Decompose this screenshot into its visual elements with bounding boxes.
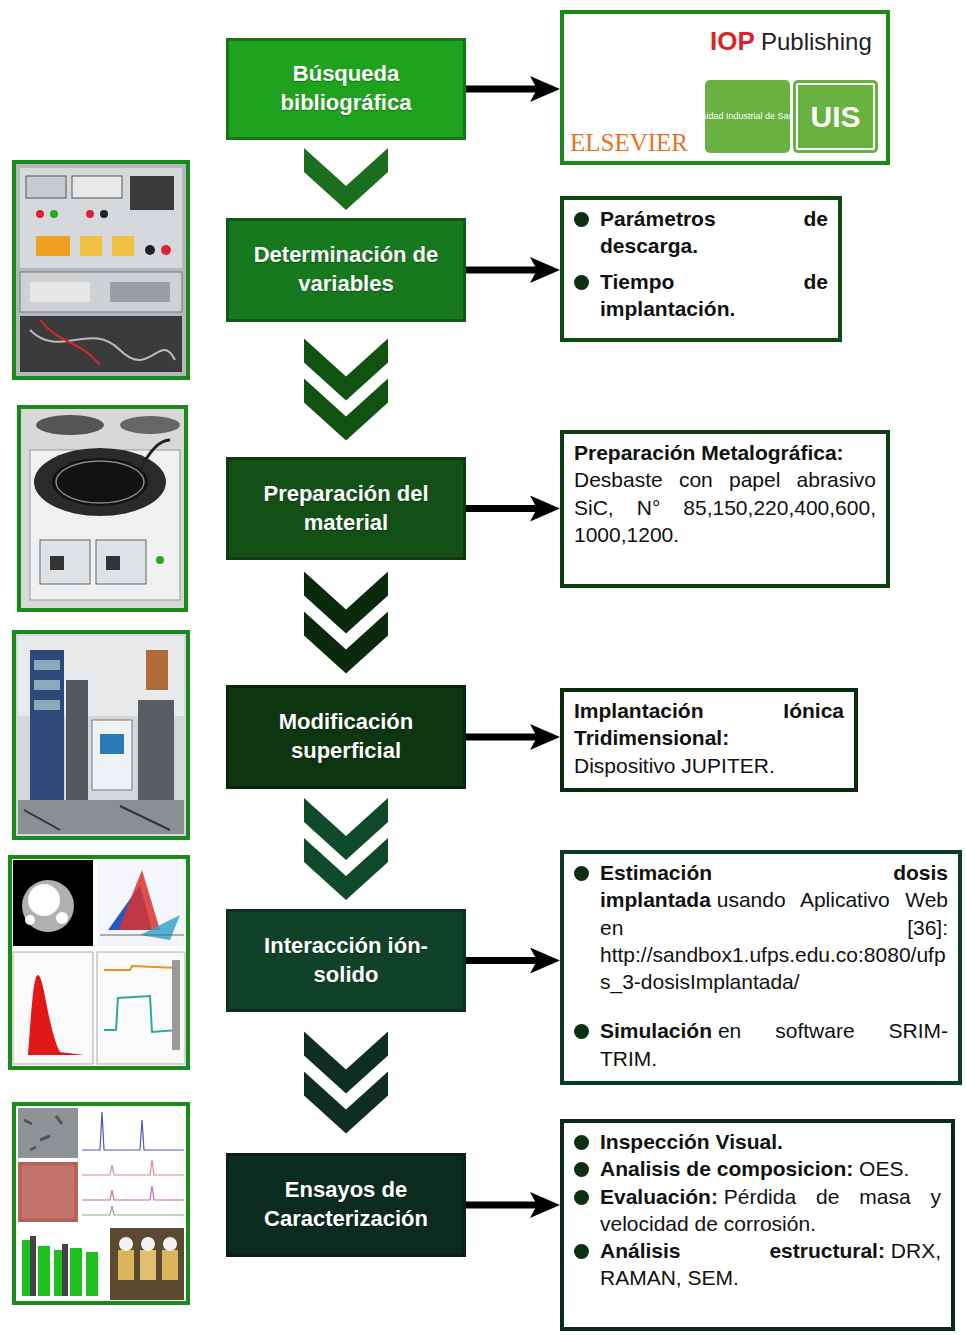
note-paragraph: Dispositivo JUPITER.: [574, 752, 844, 779]
process-box: Modificación superficial: [226, 685, 466, 789]
step-label: Búsqueda bibliográfica: [239, 60, 453, 117]
step-label: Preparación del material: [239, 480, 453, 537]
process-box: Preparación del material: [226, 457, 466, 560]
note-heading: Simulación: [600, 1019, 712, 1042]
control-panel-photo: [14, 162, 188, 378]
chevron-connector: [304, 148, 388, 210]
jupiter-device-photo: [14, 632, 188, 838]
bullet-dot: [574, 1135, 589, 1150]
note-heading: Evaluación:: [600, 1185, 718, 1208]
process-box: Búsqueda bibliográfica: [226, 38, 466, 140]
university-logo: Universidad Industrial de Santander: [705, 80, 790, 153]
note-heading: Implantación Iónica Tridimensional:: [574, 699, 844, 749]
bullet-dot: [574, 1244, 589, 1259]
step-label: Modificación superficial: [239, 708, 453, 765]
note-paragraph: Parámetros de descarga.: [574, 205, 828, 260]
polishing-machine-photo: [19, 407, 186, 610]
note-box: Parámetros de descarga. Tiempo de implant…: [560, 196, 842, 342]
arrow-connector: [466, 957, 540, 964]
arrow-connector: [466, 267, 540, 274]
note-paragraph: Tiempo de implantación.: [574, 268, 828, 323]
bullet-dot: [574, 1162, 589, 1177]
note-box: Implantación Iónica Tridimensional: Dispo…: [560, 688, 858, 792]
arrow-connector: [466, 86, 540, 93]
note-paragraph: Desbaste con papel abrasivo SiC, N° 85,1…: [574, 466, 876, 548]
note-heading: Parámetros de descarga.: [600, 207, 828, 257]
logo-text: UIS: [810, 102, 860, 132]
publisher-logo: ELSEVIER: [570, 128, 688, 158]
note-text: OES.: [859, 1157, 909, 1180]
process-box: Interacción ión-solido: [226, 909, 466, 1012]
note-paragraph: Preparación Metalográfica:: [574, 439, 876, 466]
simulation-plots: [10, 857, 188, 1068]
note-heading: Análisis estructural:: [600, 1239, 885, 1262]
process-box: Determinación de variables: [226, 218, 466, 322]
note-box: Estimación dosis implantadausando Aplica…: [560, 850, 962, 1085]
note-paragraph: Evaluación:Pérdida de masa y velocidad d…: [574, 1183, 941, 1238]
step-label: Ensayos de Caracterización: [239, 1176, 453, 1233]
arrow-connector: [466, 505, 540, 512]
publisher-logo: Publishing: [761, 28, 872, 57]
chevron-connector: [304, 1032, 388, 1134]
logo-panel: Universidad Industrial de Santander UIS IO…: [560, 10, 890, 165]
note-text: Dispositivo JUPITER.: [574, 754, 775, 777]
note-box: Inspección Visual.Analisis de composicio…: [560, 1119, 955, 1331]
note-paragraph: Simulaciónen software SRIM-TRIM.: [574, 1017, 948, 1072]
note-paragraph: Estimación dosis implantadausando Aplica…: [574, 859, 948, 995]
note-box: Preparación Metalográfica: Desbaste con p…: [560, 430, 890, 588]
arrow-connector: [466, 1202, 540, 1209]
university-logo: UIS: [793, 80, 878, 153]
note-paragraph: Inspección Visual.: [574, 1128, 941, 1155]
bullet-dot: [574, 275, 589, 290]
note-heading: Inspección Visual.: [600, 1130, 783, 1153]
note-heading: Tiempo de implantación.: [600, 270, 828, 320]
chevron-connector: [304, 798, 388, 900]
bullet-dot: [574, 1190, 589, 1205]
arrow-connector: [466, 734, 540, 741]
bullet-dot: [574, 1024, 589, 1039]
bullet-dot: [574, 866, 589, 881]
characterization-results: [14, 1104, 188, 1303]
note-heading: Preparación Metalográfica:: [574, 441, 844, 464]
note-text: Desbaste con papel abrasivo SiC, N° 85,1…: [574, 468, 876, 546]
note-paragraph: Implantación Iónica Tridimensional:: [574, 697, 844, 752]
note-paragraph: Análisis estructural:DRX, RAMAN, SEM.: [574, 1237, 941, 1292]
bullet-dot: [574, 212, 589, 227]
chevron-connector: [304, 339, 388, 441]
publisher-logo: IOP: [710, 26, 755, 57]
note-heading: Analisis de composicion:: [600, 1157, 853, 1180]
chevron-connector: [304, 572, 388, 674]
step-label: Interacción ión-solido: [239, 932, 453, 989]
process-box: Ensayos de Caracterización: [226, 1153, 466, 1257]
step-label: Determinación de variables: [239, 241, 453, 298]
note-paragraph: Analisis de composicion: OES.: [574, 1155, 941, 1182]
